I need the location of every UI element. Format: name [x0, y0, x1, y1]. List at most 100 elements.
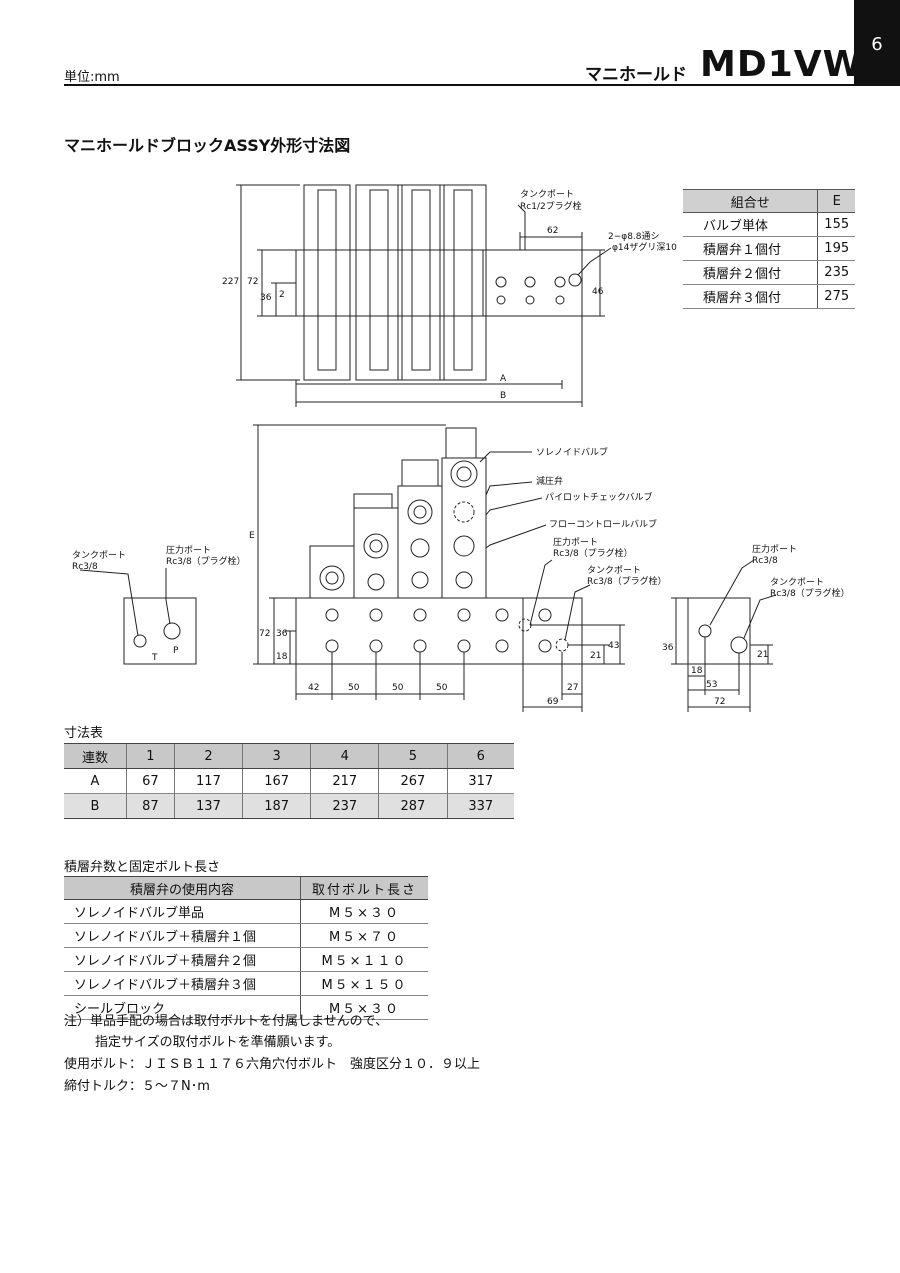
dim-72-right: 72 — [714, 697, 725, 707]
table-cell: M５×３０ — [300, 899, 428, 924]
table-cell: 337 — [446, 793, 514, 819]
table-cell: バルブ単体 — [683, 212, 818, 237]
header-rule — [64, 84, 854, 86]
top-hole-spec: φ14ザグリ深10 — [612, 241, 677, 253]
dim-227: 227 — [222, 277, 239, 287]
table-cell: 積層弁３個付 — [683, 284, 818, 309]
front-view — [253, 424, 625, 712]
dim-36-front: 36 — [276, 629, 288, 639]
dim-53: 53 — [706, 680, 717, 690]
table-cell: ソレノイドバルブ＋積層弁３個 — [64, 971, 301, 996]
bolt-table-title: 積層弁数と固定ボルト長さ — [64, 860, 221, 875]
table-cell: 87 — [126, 793, 175, 819]
table-cell: B — [64, 793, 127, 819]
table-cell: M５×１５０ — [300, 971, 428, 996]
top-view — [236, 184, 612, 407]
note-line-2: 指定サイズの取付ボルトを準備願います。 — [95, 1035, 341, 1050]
dim-69: 69 — [547, 697, 559, 707]
note-line-1: 注）単品手配の場合は取付ボルトを付属しませんので、 — [64, 1014, 389, 1029]
table-cell: 287 — [378, 793, 447, 819]
dim-B: B — [500, 391, 506, 401]
dims-header: 5 — [378, 743, 447, 769]
right-tank-port-label: タンクポート — [770, 577, 824, 588]
dimension-drawing: タンクポート Rc1/2プラグ栓 2−φ8.8通シ φ14ザグリ深10 227 … — [72, 184, 850, 712]
section-title: マニホールドブロックASSY外形寸法図 — [64, 136, 351, 155]
left-T-label: T — [151, 653, 158, 663]
right-pressure-port-spec: Rc3/8 — [752, 556, 778, 566]
top-view-valves — [303, 184, 487, 381]
dim-36-right: 36 — [662, 643, 674, 653]
dims-header: 2 — [173, 743, 243, 769]
table-cell: 267 — [378, 768, 447, 794]
left-pressure-port-spec: Rc3/8（プラグ栓） — [166, 555, 246, 567]
left-P-label: P — [173, 646, 179, 656]
table-row: A 67 117 167 217 267 317 — [64, 768, 514, 794]
left-view — [79, 568, 197, 665]
left-tank-port-label: タンクポート — [72, 550, 126, 561]
dim-21-right: 21 — [757, 650, 768, 660]
table-cell: 積層弁２個付 — [683, 260, 818, 285]
table-cell: M５×３０ — [300, 995, 428, 1020]
callout-pilot-check-valve: パイロットチェックバルブ — [545, 491, 653, 503]
table-cell: 237 — [310, 793, 379, 819]
combo-header-e: E — [817, 189, 855, 213]
dims-table: 連数 1 2 3 4 5 6 A 67 117 167 217 267 317 … — [64, 743, 514, 819]
table-cell: 217 — [310, 768, 379, 794]
table-cell: ソレノイドバルブ＋積層弁１個 — [64, 923, 301, 948]
dim-72-top: 72 — [247, 277, 258, 287]
table-cell: シールブロック — [64, 995, 301, 1020]
dim-18-right: 18 — [691, 666, 703, 676]
unit-label: 単位:mm — [64, 70, 120, 85]
bolt-header-usage: 積層弁の使用内容 — [64, 876, 301, 900]
dim-50-c: 50 — [436, 683, 448, 693]
dim-2-top: 2 — [279, 290, 285, 300]
table-cell: M５×７０ — [300, 923, 428, 948]
dim-27: 27 — [567, 683, 578, 693]
right-tank-port-spec: Rc3/8（プラグ栓） — [770, 587, 850, 599]
top-hole-label: 2−φ8.8通シ — [608, 231, 660, 242]
dims-header: 連数 — [64, 743, 127, 769]
table-cell: 積層弁１個付 — [683, 236, 818, 261]
dim-50-a: 50 — [348, 683, 360, 693]
note-line-4: 締付トルク：５〜７N･m — [64, 1079, 210, 1094]
front-pressure-port-spec: Rc3/8（プラグ栓） — [553, 547, 633, 559]
table-cell: 235 — [817, 260, 855, 285]
header-model: MD1VW — [700, 44, 864, 85]
table-row: B 87 137 187 237 287 337 — [64, 793, 514, 819]
front-tank-port-spec: Rc3/8（プラグ栓） — [587, 575, 667, 587]
dims-header: 3 — [242, 743, 311, 769]
table-cell: 275 — [817, 284, 855, 309]
note-line-3: 使用ボルト：ＪＩＳＢ１１７６六角穴付ボルト 強度区分１０．９以上 — [64, 1057, 481, 1072]
table-cell: M５×１１０ — [300, 947, 428, 972]
table-cell: ソレノイドバルブ＋積層弁２個 — [64, 947, 301, 972]
dims-header: 4 — [310, 743, 379, 769]
dim-36-top: 36 — [260, 293, 272, 303]
right-pressure-port-label: 圧力ポート — [752, 543, 797, 555]
combo-header-combination: 組合せ — [683, 189, 818, 213]
header-subtitle: マニホールド — [585, 65, 687, 85]
top-tank-port-spec: Rc1/2プラグ栓 — [520, 200, 582, 212]
front-pressure-port-label: 圧力ポート — [553, 536, 598, 548]
table-cell: 187 — [242, 793, 311, 819]
bolt-header-length: 取付ボルト長さ — [300, 876, 428, 900]
left-tank-port-spec: Rc3/8 — [72, 562, 98, 572]
page-number-tab: 6 — [854, 0, 900, 86]
table-cell: 117 — [173, 768, 243, 794]
table-cell: 155 — [817, 212, 855, 237]
front-tank-port-label: タンクポート — [587, 565, 641, 576]
dims-header: 1 — [126, 743, 175, 769]
table-cell: ソレノイドバルブ単品 — [64, 899, 301, 924]
dim-21-front: 21 — [590, 651, 601, 661]
table-cell: 137 — [173, 793, 243, 819]
callout-solenoid-valve: ソレノイドバルブ — [536, 446, 608, 458]
dim-42: 42 — [308, 683, 319, 693]
dim-50-b: 50 — [392, 683, 404, 693]
